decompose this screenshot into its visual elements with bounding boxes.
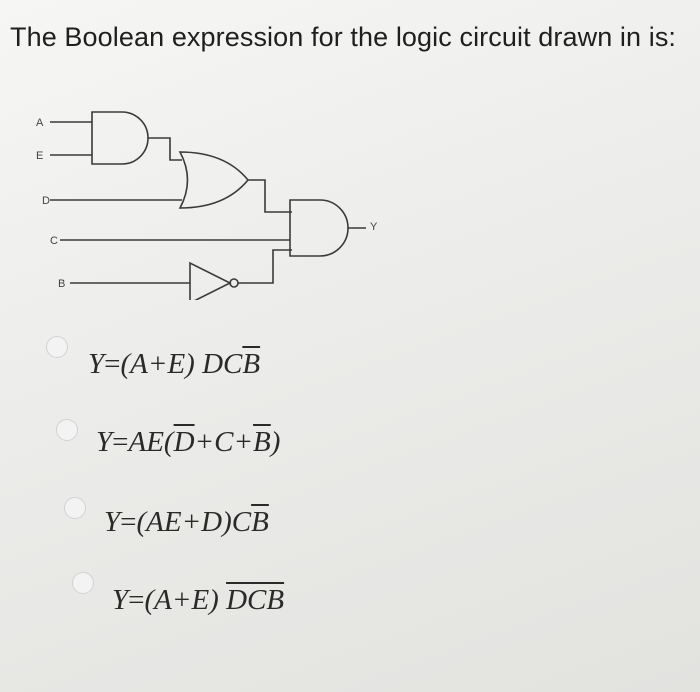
option-d-radio[interactable]	[72, 572, 94, 594]
opt-d-p1: (A+E)	[144, 584, 219, 616]
opt-c-p2: B	[251, 506, 269, 538]
opt-b-p1: AE(	[128, 426, 174, 458]
opt-a-p1: (A+E)	[120, 348, 195, 380]
opt-b-p4: B	[253, 426, 271, 458]
option-c-radio[interactable]	[64, 497, 86, 519]
opt-b-p5: )	[270, 426, 281, 458]
option-c-expression[interactable]: Y=(AE+D)CB	[104, 506, 269, 539]
opt-d-p2: DCB	[226, 584, 285, 616]
opt-b-eq: =	[112, 426, 129, 458]
label-y: Y	[370, 221, 378, 233]
option-a-expression[interactable]: Y=(A+E) DCB	[88, 348, 260, 381]
logic-circuit-diagram: A E D C B Y	[36, 111, 378, 300]
opt-c-lhs: Y	[104, 506, 121, 538]
not-gate	[189, 261, 232, 300]
question-text: The Boolean expression for the logic cir…	[10, 22, 677, 52]
label-c: C	[50, 235, 58, 247]
opt-c-p1: (AE+D)C	[136, 506, 252, 538]
opt-b-p3: +C+	[194, 426, 254, 458]
and-gate-2	[289, 199, 349, 257]
and-gate-1	[91, 111, 149, 165]
opt-a-p3: B	[242, 348, 261, 380]
label-b: B	[58, 278, 65, 290]
opt-d-eq: =	[128, 584, 145, 616]
opt-b-p2: D	[173, 426, 195, 458]
or-gate	[178, 151, 250, 209]
opt-a-p2: DC	[202, 348, 243, 380]
option-b-expression[interactable]: Y=AE(D+C+B)	[96, 426, 280, 459]
opt-c-eq: =	[120, 506, 137, 538]
opt-b-lhs: Y	[96, 426, 113, 458]
label-a: A	[36, 117, 44, 129]
option-a-radio[interactable]	[46, 336, 68, 358]
label-d: D	[42, 195, 50, 207]
label-e: E	[36, 150, 43, 162]
option-d-expression[interactable]: Y=(A+E) DCB	[112, 584, 284, 617]
opt-a-eq: =	[104, 348, 121, 380]
opt-d-lhs: Y	[112, 584, 129, 616]
option-b-radio[interactable]	[56, 419, 78, 441]
opt-a-lhs: Y	[88, 348, 105, 380]
